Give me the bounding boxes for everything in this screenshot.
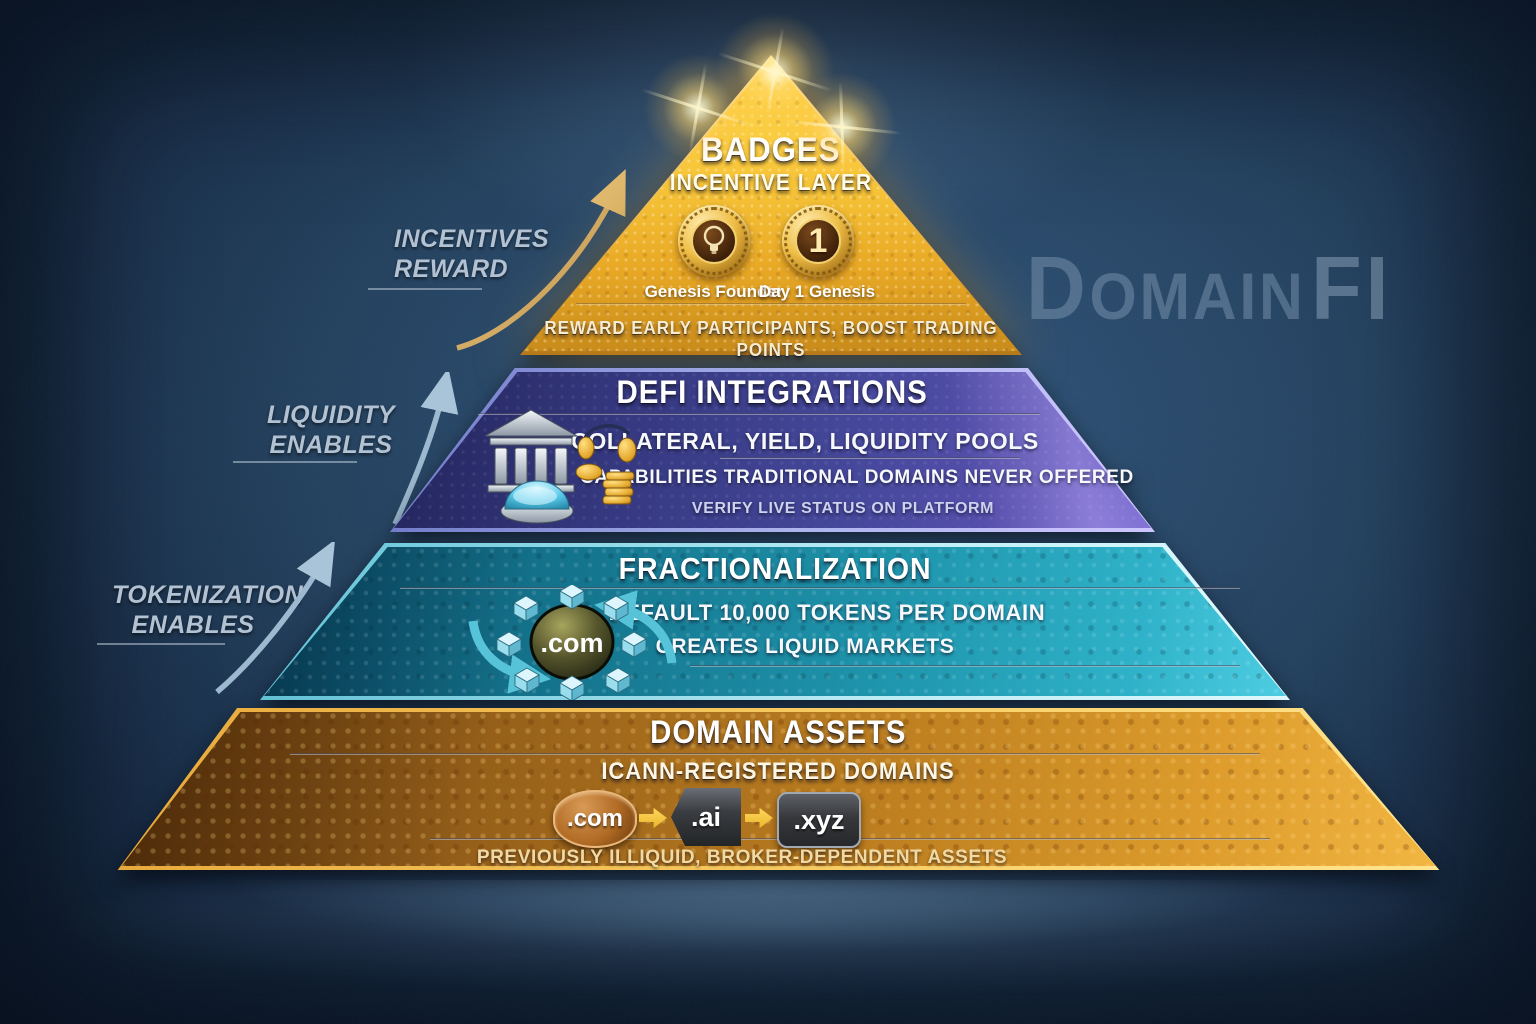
watermark-d: D	[1026, 239, 1090, 339]
watermark-omain: OMAIN	[1089, 259, 1306, 333]
label-tokenization-underline	[97, 643, 225, 645]
level-fractionalization-separator-1	[400, 587, 1240, 589]
level-domain-assets-subtitle: ICANN-REGISTERED DOMAINS	[601, 758, 956, 785]
day1-genesis-badge: 1	[782, 205, 854, 277]
level-badges-separator	[576, 303, 966, 305]
incentives-arrow-icon	[456, 168, 626, 351]
level-domain-assets-footer: PREVIOUSLY ILLIQUID, BROKER-DEPENDENT AS…	[476, 847, 1008, 868]
level-badges-title: BADGES	[701, 131, 841, 169]
level-defi-separator-1	[478, 413, 1040, 415]
level-badges-surface	[524, 59, 1018, 351]
label-tokenization-enables: TOKENIZATION ENABLES	[112, 580, 304, 640]
chip-com: .com	[553, 790, 637, 848]
day1-genesis-label: Day 1 Genesis	[758, 282, 876, 301]
label-incentives-line2: REWARD	[394, 255, 509, 283]
label-incentives-line1: INCENTIVES	[394, 225, 550, 253]
fractionalization-tokens-icon: .com	[468, 585, 677, 700]
label-tokenization-line1: TOKENIZATION	[112, 581, 304, 609]
level-domain-assets-separator-1	[290, 753, 1260, 755]
label-liquidity-enables: LIQUIDITY ENABLES	[262, 400, 400, 460]
level-badges-footer: REWARD EARLY PARTICIPANTS, BOOST TRADING…	[544, 317, 998, 360]
level-fractionalization: FRACTIONALIZATION DEFAULT 10,000 TOKENS …	[260, 543, 1290, 700]
dotcom-token-label: .com	[540, 628, 603, 658]
label-incentives-reward: INCENTIVES REWARD	[394, 224, 550, 284]
label-liquidity-line1: LIQUIDITY	[266, 401, 396, 429]
level-fractionalization-surface	[264, 547, 1286, 696]
level-badges-subtitle: INCENTIVE LAYER	[669, 169, 873, 195]
tokenization-arrow-icon	[215, 542, 336, 695]
defi-bank-coins-icon	[485, 409, 637, 524]
level-fractionalization-line1: DEFAULT 10,000 TOKENS PER DOMAIN	[608, 600, 1046, 625]
label-liquidity-underline	[233, 461, 357, 463]
liquidity-arrow-icon	[392, 372, 459, 526]
label-liquidity-line2: ENABLES	[269, 431, 393, 459]
number-1-badge-icon: 1	[795, 218, 841, 264]
level-domain-assets: DOMAIN ASSETS ICANN-REGISTERED DOMAINS .…	[115, 708, 1442, 870]
level-defi-line3: VERIFY LIVE STATUS ON PLATFORM	[691, 500, 995, 517]
level-fractionalization-title: FRACTIONALIZATION	[618, 551, 932, 586]
level-defi-integrations: DEFI INTEGRATIONS COLLATERAL, YIELD, LIQ…	[390, 368, 1155, 532]
label-tokenization-line2: ENABLES	[131, 611, 255, 639]
level-defi-line1: COLLATERAL, YIELD, LIQUIDITY POOLS	[571, 428, 1039, 454]
level-defi-line2: CAPABILITIES TRADITIONAL DOMAINS NEVER O…	[580, 467, 1134, 488]
chip-ai: .ai	[671, 788, 741, 846]
chip-xyz: .xyz	[777, 792, 861, 848]
level-fractionalization-separator-2	[690, 665, 1240, 667]
domainfi-watermark: DOMAINFI	[1026, 238, 1392, 341]
level-domain-assets-title: DOMAIN ASSETS	[650, 714, 907, 750]
level-badges: BADGES INCENTIVE LAYER 1 Genesis Founder…	[520, 55, 1022, 360]
watermark-fi: FI	[1311, 239, 1393, 339]
level-defi-title: DEFI INTEGRATIONS	[616, 374, 929, 410]
genesis-founder-label: Genesis Founder	[644, 282, 784, 301]
label-incentives-underline	[368, 288, 482, 290]
level-defi-separator-2	[720, 457, 1020, 459]
level-fractionalization-line2: CREATES LIQUID MARKETS	[655, 635, 955, 658]
ground-light-band	[140, 880, 1396, 975]
genesis-founder-badge	[678, 205, 750, 277]
lightbulb-badge-icon	[691, 218, 737, 264]
